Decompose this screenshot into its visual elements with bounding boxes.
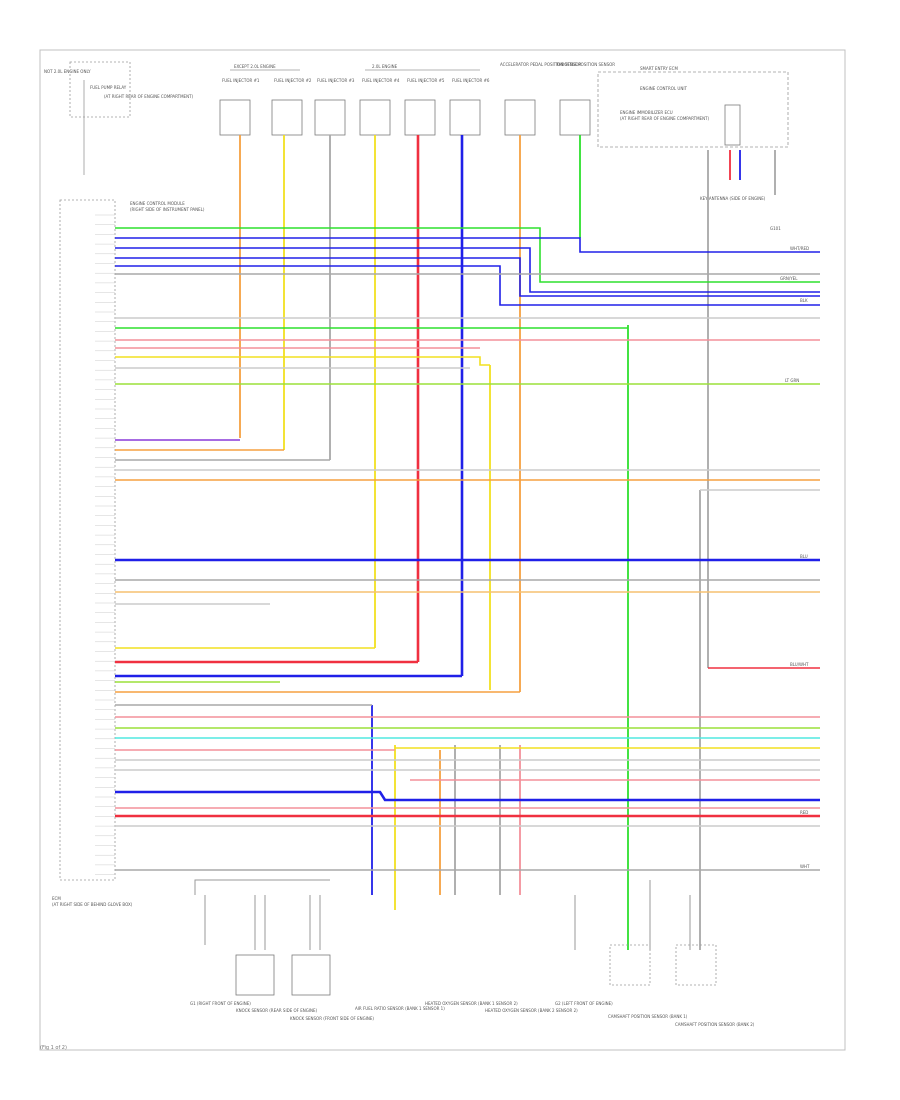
ecm-label-2: (RIGHT SIDE OF INSTRUMENT PANEL) <box>130 207 205 212</box>
top-left-label-1: NOT 2.0L ENGINE ONLY <box>44 69 91 74</box>
section-headers: EXCEPT 2.0L ENGINE 2.0L ENGINE <box>230 64 480 71</box>
tp-sensor-label: THROTTLE POSITION SENSOR <box>555 62 615 67</box>
figure-reference: (Fig 1 of 2) <box>40 1045 67 1051</box>
injector-3-label: FUEL INJECTOR #3 <box>317 78 355 83</box>
wire-blue-h2 <box>115 247 820 293</box>
wire-green-h1 <box>115 227 820 283</box>
fuel-pump-relay-box: NOT 2.0L ENGINE ONLY FUEL PUMP RELAY (AT… <box>44 61 194 175</box>
right-label-6: BLK <box>800 298 808 303</box>
ecm-label-1: ENGINE CONTROL MODULE <box>130 201 185 206</box>
top-connector-row: FUEL INJECTOR #1 FUEL INJECTOR #2 FUEL I… <box>219 62 615 136</box>
right-label-3: RED <box>800 810 808 815</box>
bottom-label-3: KNOCK SENSOR (FRONT SIDE OF ENGINE) <box>290 1016 374 1021</box>
bottom-wires <box>194 879 691 950</box>
top-right-label-1: SMART ENTRY ECM <box>640 66 678 71</box>
injector-6-label: FUEL INJECTOR #6 <box>452 78 490 83</box>
right-label-1: WHT/RED <box>790 246 809 251</box>
wire-blue-h4 <box>115 265 820 306</box>
bottom-note-1: ECM <box>52 896 61 901</box>
right-label-5: GRN/YEL <box>780 276 798 281</box>
top-right-label-4: (AT RIGHT REAR OF ENGINE COMPARTMENT) <box>620 116 710 121</box>
injector-4-label: FUEL INJECTOR #4 <box>362 78 400 83</box>
injector-1-label: FUEL INJECTOR #1 <box>222 78 260 83</box>
right-label-8: BLU/WHT <box>790 662 809 667</box>
smart-entry-box: SMART ENTRY ECM ENGINE CONTROL UNIT ENGI… <box>597 66 789 231</box>
top-right-label-2: ENGINE CONTROL UNIT <box>640 86 687 91</box>
section-label-1: EXCEPT 2.0L ENGINE <box>234 64 276 69</box>
right-label-7: WHT <box>800 864 810 869</box>
wire-blue-h1 <box>115 237 820 253</box>
bottom-left-note: ECM (AT RIGHT SIDE OF BEHIND GLOVE BOX) <box>52 896 133 907</box>
right-label-4: LT GRN <box>785 378 799 383</box>
bottom-label-2: KNOCK SENSOR (REAR SIDE OF ENGINE) <box>236 1008 318 1013</box>
top-right-label-3: ENGINE IMMOBILIZER ECU <box>620 110 673 115</box>
bottom-label-1: G1 (RIGHT FRONT OF ENGINE) <box>190 1001 251 1006</box>
bottom-label-8: CAMSHAFT POSITION SENSOR (BANK 1) <box>608 1014 688 1019</box>
ecm-pin-ticks <box>95 214 115 875</box>
bottom-label-4: AIR FUEL RATIO SENSOR (BANK 1 SENSOR 1) <box>355 1006 445 1011</box>
wire-blue-h7 <box>115 790 820 802</box>
bottom-label-9: CAMSHAFT POSITION SENSOR (BANK 2) <box>675 1022 755 1027</box>
key-antenna-label: KEY ANTENNA (SIDE OF ENGINE) <box>700 196 766 201</box>
right-label-2: BLU <box>800 554 808 559</box>
bottom-note-2: (AT RIGHT SIDE OF BEHIND GLOVE BOX) <box>52 902 133 907</box>
bottom-label-5: HEATED OXYGEN SENSOR (BANK 1 SENSOR 2) <box>425 1001 518 1006</box>
ecm-block: ENGINE CONTROL MODULE (RIGHT SIDE OF INS… <box>59 199 205 881</box>
bottom-label-6: HEATED OXYGEN SENSOR (BANK 2 SENSOR 2) <box>485 1008 578 1013</box>
section-label-2: 2.0L ENGINE <box>372 64 398 69</box>
wire-yellow-h1 <box>115 356 490 366</box>
top-left-label-3: (AT RIGHT REAR OF ENGINE COMPARTMENT) <box>104 94 194 99</box>
top-left-label-2: FUEL PUMP RELAY <box>90 85 127 90</box>
bottom-components: G1 (RIGHT FRONT OF ENGINE) KNOCK SENSOR … <box>190 944 755 1027</box>
injector-5-label: FUEL INJECTOR #5 <box>407 78 445 83</box>
injector-2-label: FUEL INJECTOR #2 <box>274 78 312 83</box>
g101-label: G101 <box>770 226 781 231</box>
right-wire-labels: WHT/RED BLU RED LT GRN GRN/YEL BLK WHT B… <box>780 246 810 869</box>
bottom-label-7: G2 (LEFT FRONT OF ENGINE) <box>555 1001 613 1006</box>
wire-blue-h3 <box>115 257 820 297</box>
diagram-frame <box>39 49 846 1051</box>
horizontal-wires <box>115 227 820 871</box>
app-sensor-label: ACCELERATOR PEDAL POSITION SENSOR <box>500 62 581 67</box>
